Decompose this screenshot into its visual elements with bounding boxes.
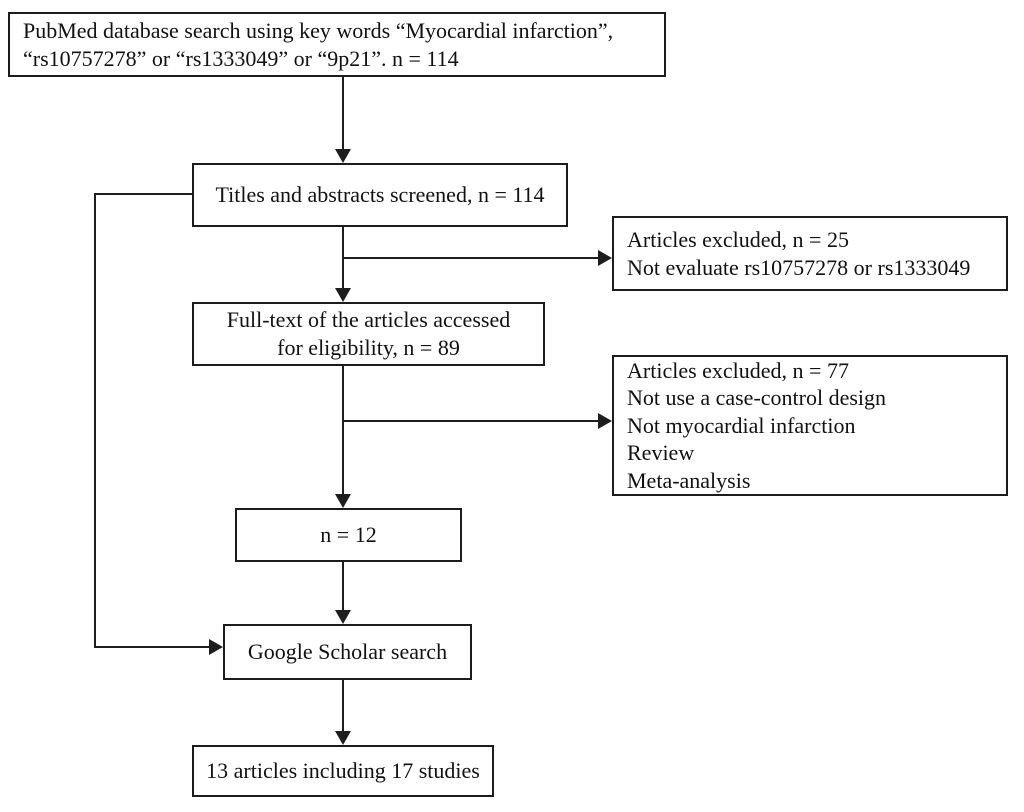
branch-to-excluded-77-line xyxy=(342,420,598,422)
box-fulltext-eligibility-line1: Full-text of the articles accessed xyxy=(226,307,511,332)
arrow-pubmed-to-screened-line xyxy=(342,77,344,150)
arrow-screened-to-fulltext-head-icon xyxy=(335,288,351,302)
box-fulltext-eligibility-line2: for eligibility, n = 89 xyxy=(277,335,460,360)
box-titles-abstracts-screened-label: Titles and abstracts screened, n = 114 xyxy=(215,182,545,207)
box-pubmed-search: PubMed database search using key words “… xyxy=(8,12,666,77)
box-articles-excluded-25-line1: Articles excluded, n = 25 xyxy=(627,226,849,252)
box-google-scholar-search-label: Google Scholar search xyxy=(247,639,448,664)
arrow-n12-to-google-head-icon xyxy=(335,610,351,624)
box-articles-excluded-77-line2: Not use a case-control design xyxy=(627,385,887,411)
arrow-google-to-final-head-icon xyxy=(335,731,351,745)
arrow-google-to-final-line xyxy=(342,680,344,732)
box-n12: n = 12 xyxy=(235,508,462,562)
box-articles-excluded-77-line5: Meta-analysis xyxy=(627,467,751,493)
box-n12-label: n = 12 xyxy=(320,522,377,547)
box-articles-excluded-25-line2: Not evaluate rs10757278 or rs1333049 xyxy=(627,254,971,280)
box-pubmed-search-line1: PubMed database search using key words “… xyxy=(23,17,614,43)
branch-to-excluded-25-head-icon xyxy=(598,250,612,266)
bypass-screened-to-google-bottom-line xyxy=(94,646,209,648)
arrow-pubmed-to-screened-head-icon xyxy=(335,149,351,163)
branch-to-excluded-77-head-icon xyxy=(598,413,612,429)
box-articles-excluded-77-line1: Articles excluded, n = 77 xyxy=(627,357,849,383)
box-titles-abstracts-screened: Titles and abstracts screened, n = 114 xyxy=(192,163,568,227)
box-final-included: 13 articles including 17 studies xyxy=(192,745,494,797)
box-articles-excluded-77-line4: Review xyxy=(627,440,695,466)
bypass-screened-to-google-head-icon xyxy=(209,639,223,655)
box-articles-excluded-25: Articles excluded, n = 25 Not evaluate r… xyxy=(612,216,1008,291)
box-google-scholar-search: Google Scholar search xyxy=(223,624,472,680)
box-pubmed-search-line2: “rs10757278” or “rs1333049” or “9p21”. n… xyxy=(23,45,459,71)
bypass-screened-to-google-top-line xyxy=(94,193,192,195)
box-fulltext-eligibility: Full-text of the articles accessed for e… xyxy=(192,302,545,366)
box-final-included-label: 13 articles including 17 studies xyxy=(206,758,480,783)
arrow-fulltext-to-n12-head-icon xyxy=(335,494,351,508)
box-articles-excluded-77: Articles excluded, n = 77 Not use a case… xyxy=(612,355,1008,496)
bypass-screened-to-google-vertical-line xyxy=(94,193,96,648)
box-articles-excluded-77-line3: Not myocardial infarction xyxy=(627,412,856,438)
arrow-fulltext-to-n12-line xyxy=(342,366,344,495)
arrow-n12-to-google-line xyxy=(342,562,344,611)
branch-to-excluded-25-line xyxy=(342,257,598,259)
